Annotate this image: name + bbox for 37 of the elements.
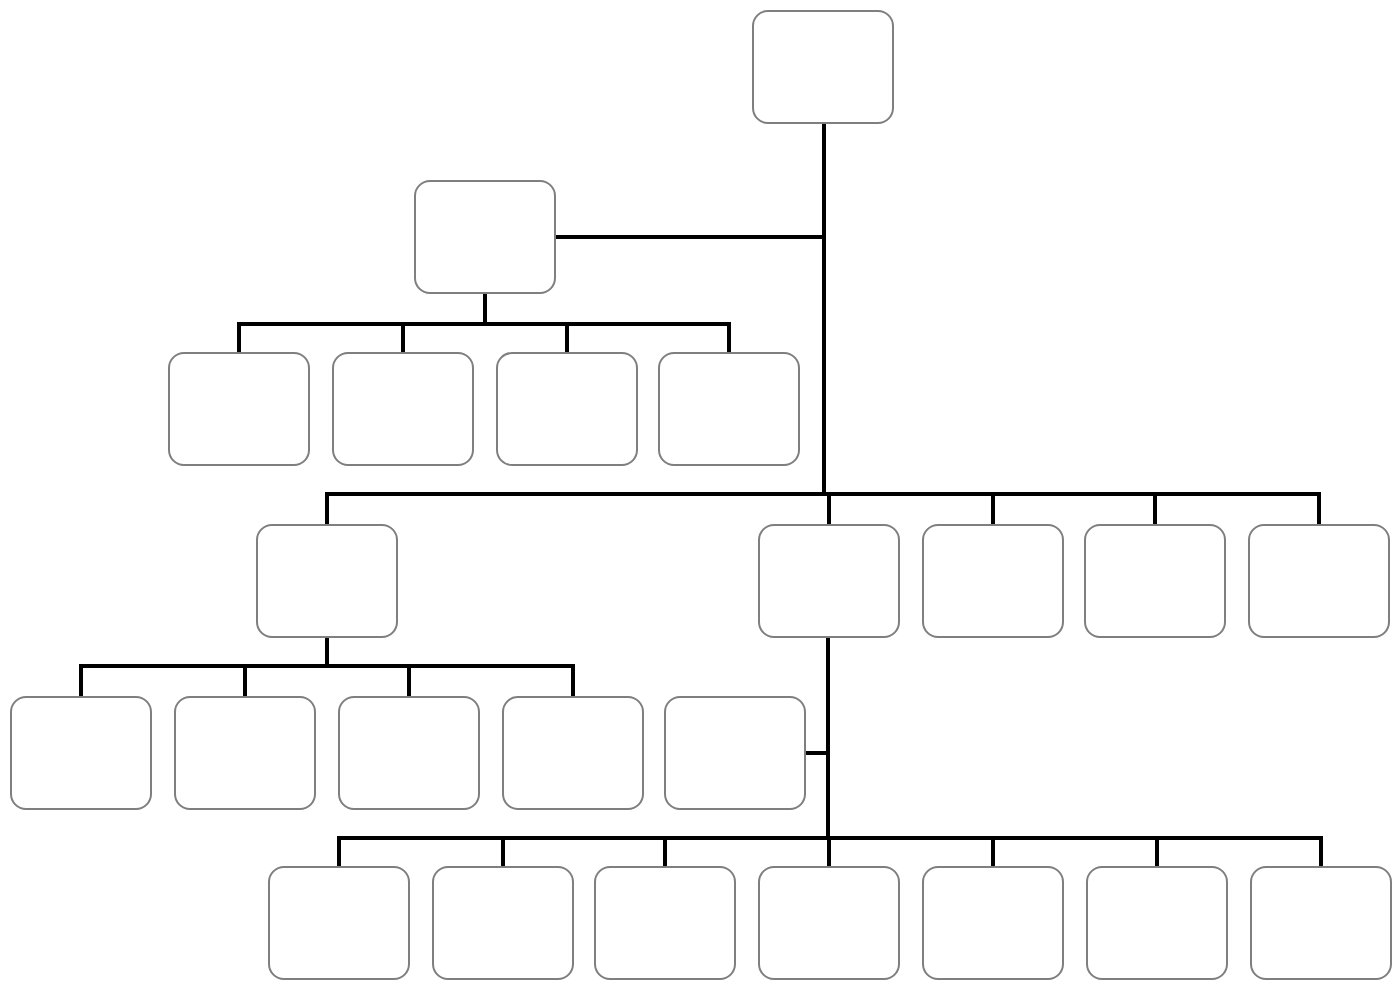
org-chart-box <box>168 352 310 466</box>
org-chart-box <box>922 524 1064 638</box>
org-chart-box <box>664 696 806 810</box>
org-chart-box <box>10 696 152 810</box>
org-chart-box <box>594 866 736 980</box>
org-chart-box <box>338 696 480 810</box>
org-chart-box <box>268 866 410 980</box>
org-chart-box <box>758 524 900 638</box>
org-chart-box <box>1084 524 1226 638</box>
org-chart-box <box>1250 866 1392 980</box>
org-chart-box <box>922 866 1064 980</box>
org-chart-box <box>256 524 398 638</box>
connector-line <box>325 638 329 666</box>
org-chart-box <box>174 696 316 810</box>
connector-line <box>822 124 826 494</box>
org-chart-box <box>1086 866 1228 980</box>
connector-line <box>243 664 327 696</box>
org-chart-box <box>752 10 894 124</box>
org-chart-box <box>658 352 800 466</box>
connector-line <box>826 836 831 866</box>
connector-line <box>828 836 1323 866</box>
connector-line <box>806 751 828 755</box>
org-chart-box <box>502 696 644 810</box>
connector-line <box>327 664 575 696</box>
org-chart-box <box>1248 524 1390 638</box>
org-chart-box <box>332 352 474 466</box>
org-chart-box <box>496 352 638 466</box>
connector-line <box>483 294 487 324</box>
org-chart-box <box>414 180 556 294</box>
connector-line <box>401 322 485 352</box>
connector-line <box>325 492 824 524</box>
connector-line <box>663 836 828 866</box>
org-chart-box <box>758 866 900 980</box>
connector-line <box>824 492 831 524</box>
connector-line <box>826 638 830 838</box>
connector-line <box>556 235 824 239</box>
org-chart-box <box>432 866 574 980</box>
